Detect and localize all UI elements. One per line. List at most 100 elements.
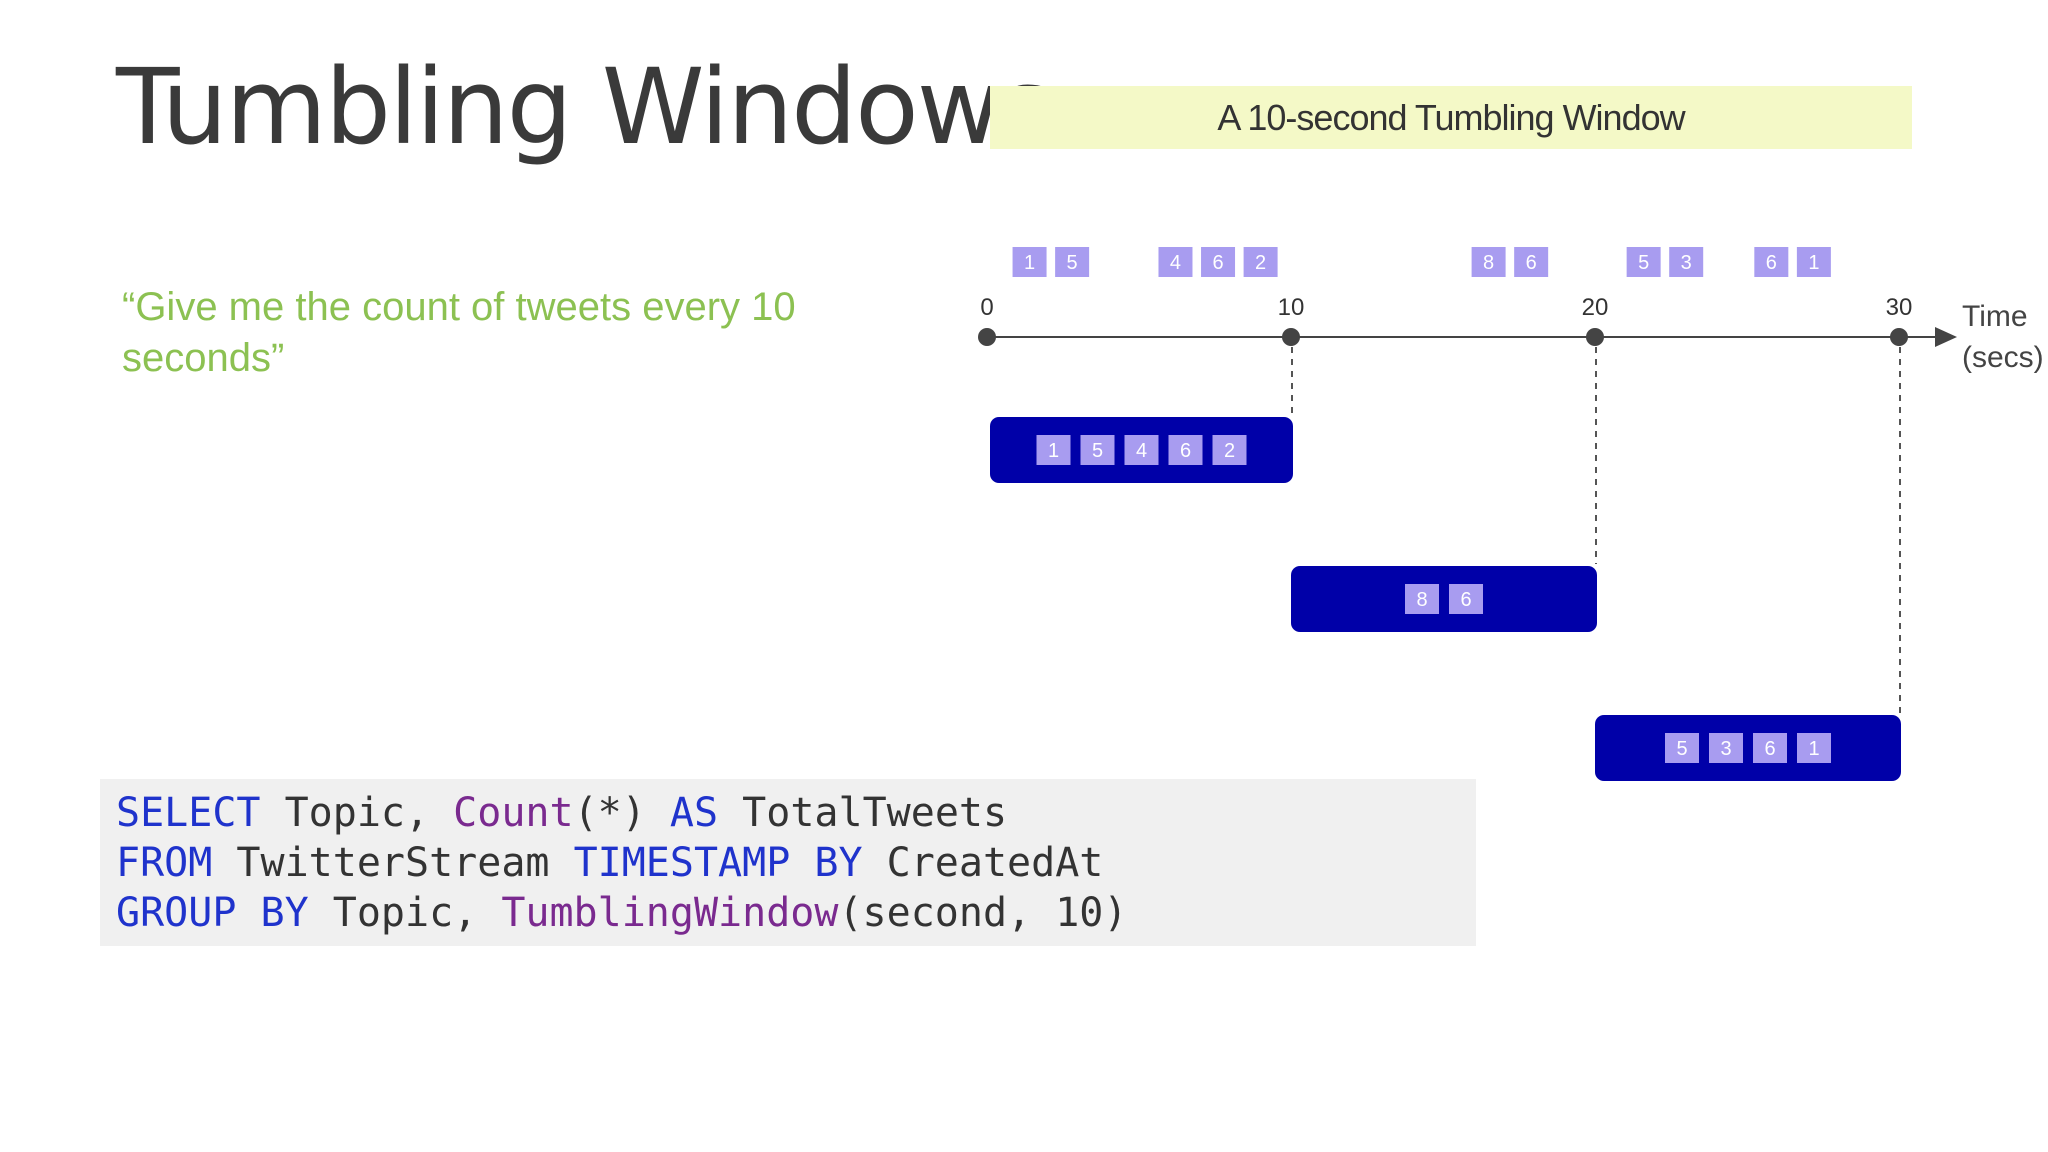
code-text: Topic, (260, 790, 454, 836)
event-chip-label: 6 (1460, 589, 1471, 611)
keyword-timestamp-by: TIMESTAMP BY (573, 840, 863, 886)
incoming-event: 1 (1796, 247, 1831, 277)
event-chip-label: 5 (1092, 440, 1103, 462)
function-tumbling-window: TumblingWindow (501, 890, 839, 936)
event-chip-label: 5 (1638, 252, 1649, 274)
code-text: CreatedAt (862, 840, 1104, 886)
event-chip-label: 3 (1681, 252, 1692, 274)
code-text: Topic, (308, 890, 502, 936)
event-chip-box (1669, 247, 1704, 277)
event-chip-label: 1 (1024, 252, 1035, 274)
event-chip-box (1405, 584, 1439, 614)
keyword-select: SELECT (116, 790, 261, 836)
event-chip-label: 6 (1212, 252, 1223, 274)
axis-tick-dot (1282, 328, 1300, 346)
incoming-event: 5 (1055, 247, 1090, 277)
tumbling-window: 5 3 6 1 (1595, 715, 1901, 781)
event-chip-label: 6 (1764, 738, 1775, 760)
function-count: Count (453, 790, 574, 836)
event-chip-label: 8 (1483, 252, 1494, 274)
event-chip-box (1797, 733, 1831, 763)
event-chip-box (1243, 247, 1278, 277)
incoming-event: 6 (1754, 247, 1789, 277)
event-chip-box (1168, 435, 1203, 465)
incoming-event: 5 (1626, 247, 1661, 277)
event-chip-box (1665, 733, 1699, 763)
tumbling-window: 1 5 4 6 2 (990, 417, 1293, 483)
event-chip-label: 5 (1067, 252, 1078, 274)
event-chip-label: 8 (1416, 589, 1427, 611)
axis-tick-label: 20 (1582, 294, 1609, 321)
event-chip-box (1080, 435, 1115, 465)
event-chip-box (1124, 435, 1159, 465)
event-chip-label: 1 (1048, 440, 1059, 462)
axis-tick-dot (1890, 328, 1908, 346)
event-chip-box (1626, 247, 1661, 277)
event-chip-label: 6 (1180, 440, 1191, 462)
window-event: 5 (1665, 733, 1699, 763)
event-chip-box (1796, 247, 1831, 277)
window-event: 8 (1405, 584, 1439, 614)
event-chip-label: 6 (1766, 252, 1777, 274)
window-event: 1 (1036, 435, 1071, 465)
code-text: TotalTweets (718, 790, 1008, 836)
event-chip-label: 4 (1136, 440, 1147, 462)
code-text: (*) (573, 790, 670, 836)
window-event: 6 (1449, 584, 1483, 614)
event-chip-box (1471, 247, 1506, 277)
query-line-from: FROM TwitterStream TIMESTAMP BY CreatedA… (116, 838, 1476, 888)
slide-title: Tumbling Windows (116, 46, 1054, 168)
axis-tick-dot (1586, 328, 1604, 346)
window-box (1291, 566, 1597, 632)
event-chip-label: 2 (1224, 440, 1235, 462)
window-event: 6 (1753, 733, 1787, 763)
window-event: 5 (1080, 435, 1115, 465)
event-chip-label: 6 (1526, 252, 1537, 274)
axis-tick-dot (978, 328, 996, 346)
code-text: TwitterStream (212, 840, 574, 886)
incoming-event: 6 (1514, 247, 1549, 277)
incoming-event: 8 (1471, 247, 1506, 277)
incoming-event: 2 (1243, 247, 1278, 277)
event-chip-label: 2 (1255, 252, 1266, 274)
event-chip-label: 1 (1808, 252, 1819, 274)
event-chip-box (1754, 247, 1789, 277)
event-chip-label: 1 (1808, 738, 1819, 760)
event-chip-label: 3 (1720, 738, 1731, 760)
axis-tick-label: 30 (1886, 294, 1913, 321)
event-chip-label: 4 (1170, 252, 1181, 274)
time-axis: Time (secs) (987, 300, 2044, 374)
event-chip-box (1055, 247, 1090, 277)
event-chip-box (1212, 435, 1247, 465)
keyword-as: AS (669, 790, 719, 836)
axis-tick-label: 0 (980, 294, 993, 321)
axis-ticks: 0 10 20 30 (978, 294, 1912, 346)
event-chip-box (1012, 247, 1047, 277)
incoming-event: 6 (1201, 247, 1236, 277)
event-chip-box (1036, 435, 1071, 465)
incoming-event: 4 (1158, 247, 1193, 277)
code-text: (second, 10) (838, 890, 1128, 936)
event-chip-box (1158, 247, 1193, 277)
event-chip-box (1753, 733, 1787, 763)
event-chip-label: 5 (1676, 738, 1687, 760)
window-event: 6 (1168, 435, 1203, 465)
event-chip-box (1201, 247, 1236, 277)
incoming-event: 1 (1012, 247, 1047, 277)
event-chip-box (1449, 584, 1483, 614)
event-chip-box (1514, 247, 1549, 277)
window-boundary-guides (1291, 347, 1901, 713)
axis-tick-label: 10 (1278, 294, 1305, 321)
query-line-select: SELECT Topic, Count(*) AS TotalTweets (116, 788, 1476, 838)
diagram-banner: A 10-second Tumbling Window (990, 86, 1912, 149)
window-event: 4 (1124, 435, 1159, 465)
incoming-event: 3 (1669, 247, 1704, 277)
query-line-group-by: GROUP BY Topic, TumblingWindow(second, 1… (116, 888, 1476, 938)
keyword-group-by: GROUP BY (116, 890, 309, 936)
incoming-events: 1 5 4 6 2 8 6 5 3 6 1 (1012, 247, 1831, 277)
